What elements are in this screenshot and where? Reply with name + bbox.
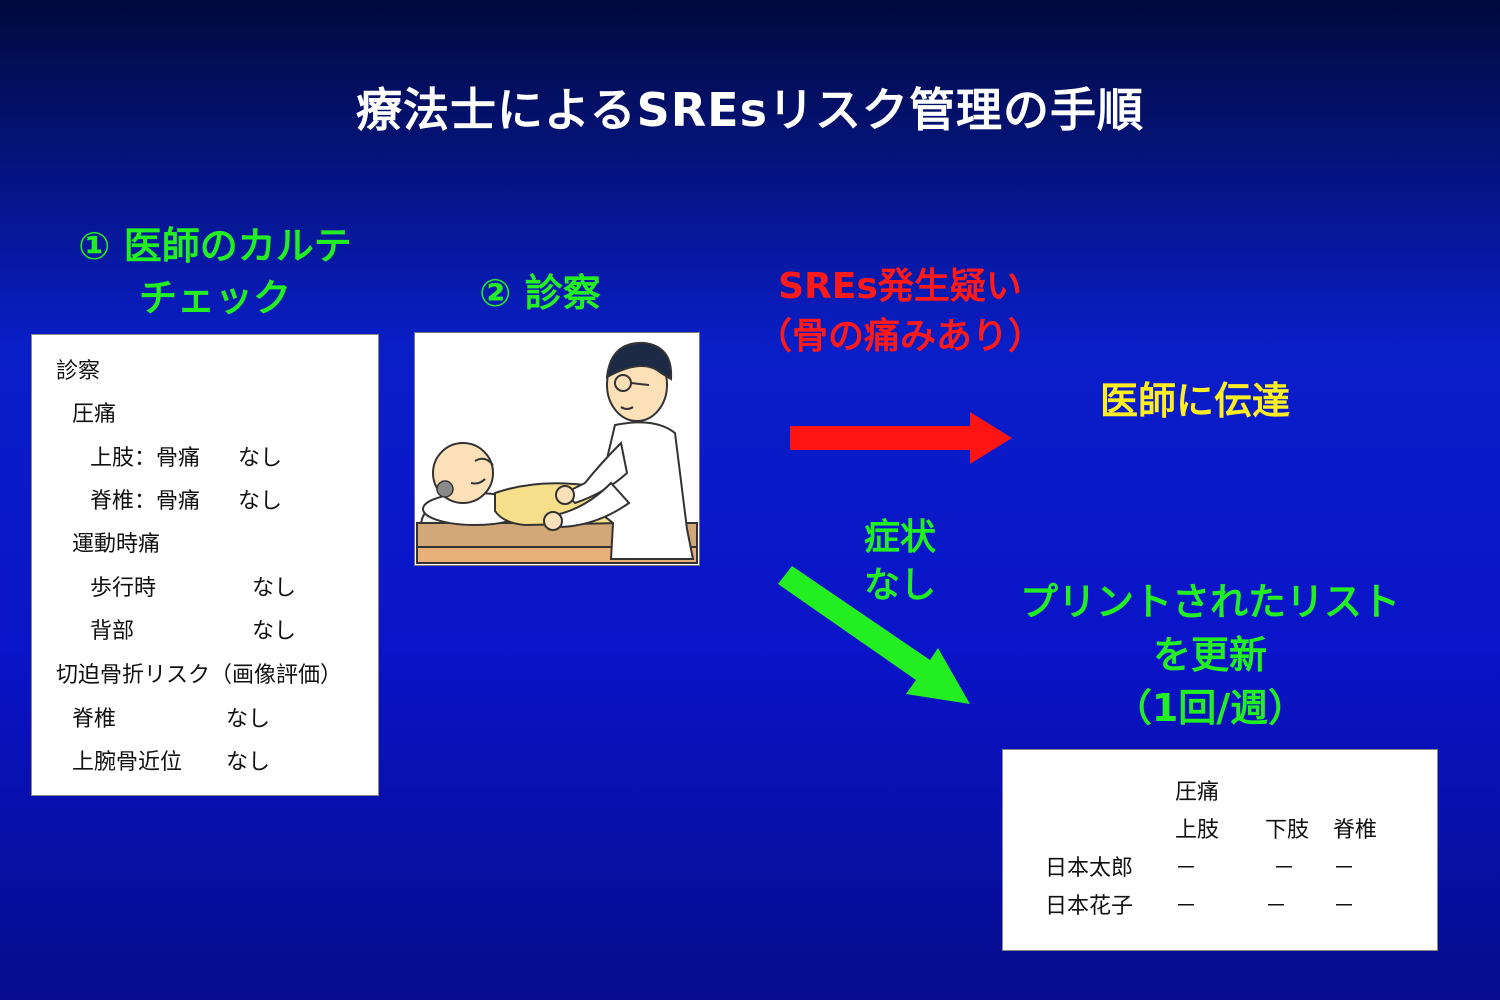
chart-note-value: なし	[226, 744, 270, 776]
chart-note-line: 脊椎	[72, 701, 116, 733]
table-cell: －	[1333, 850, 1355, 882]
chart-note-box: 診察 圧痛 上肢：骨痛 なし 脊椎：骨痛 なし 運動時痛 歩行時 なし 背部 な…	[31, 334, 379, 796]
chart-note-line: 切迫骨折リスク（画像評価）	[56, 657, 342, 689]
chart-note-line: 脊椎：骨痛	[90, 483, 200, 515]
no-symptom-line1: 症状	[840, 514, 960, 562]
step1-heading: ① 医師のカルテ チェック	[40, 220, 390, 324]
chart-note-line: 歩行時	[90, 570, 156, 602]
chart-note-value: なし	[238, 440, 282, 472]
step1-line2: チェック	[40, 272, 390, 324]
table-cell: －	[1175, 850, 1197, 882]
list-header-lower: 下肢	[1265, 812, 1309, 844]
table-cell: －	[1265, 888, 1287, 920]
list-header-spine: 脊椎	[1333, 812, 1377, 844]
sres-suspected-label: SREs発生疑い （骨の痛みあり）	[740, 262, 1060, 362]
examination-illustration-svg	[415, 333, 699, 565]
red-arrow-icon	[790, 412, 1016, 464]
chart-note-value: なし	[252, 570, 296, 602]
patient-list-table: 圧痛 上肢 下肢 脊椎 日本太郎 － － － 日本花子 － － －	[1002, 749, 1438, 951]
table-cell: －	[1175, 888, 1197, 920]
chart-note-value: なし	[238, 483, 282, 515]
chart-note-value: なし	[252, 613, 296, 645]
table-cell: －	[1273, 850, 1295, 882]
chart-note-line: 上肢：骨痛	[90, 440, 200, 472]
slide-title: 療法士によるSREsリスク管理の手順	[0, 74, 1500, 140]
chart-note-line: 運動時痛	[72, 526, 160, 558]
chart-note-line: 背部	[90, 613, 134, 645]
notify-doctor-label: 医師に伝達	[1040, 370, 1350, 425]
green-arrow-icon	[770, 566, 980, 710]
chart-note-value: なし	[226, 701, 270, 733]
table-row-name: 日本太郎	[1045, 850, 1133, 882]
update-list-line2: を更新	[1010, 629, 1410, 682]
step2-heading: ② 診察	[440, 262, 640, 317]
chart-note-line: 圧痛	[72, 396, 116, 428]
list-header-tenderness: 圧痛	[1175, 774, 1219, 806]
list-header-upper: 上肢	[1175, 812, 1219, 844]
table-cell: －	[1333, 888, 1355, 920]
sres-suspected-line1: SREs発生疑い	[740, 262, 1060, 312]
chart-note-line: 診察	[56, 353, 100, 385]
update-list-line1: プリントされたリスト	[1010, 576, 1410, 629]
sres-suspected-line2: （骨の痛みあり）	[740, 312, 1060, 362]
table-row-name: 日本花子	[1045, 888, 1133, 920]
doctor-examining-patient-illustration	[414, 332, 700, 566]
update-list-label: プリントされたリスト を更新 （1回/週）	[1010, 576, 1410, 735]
chart-note-line: 上腕骨近位	[72, 744, 182, 776]
update-list-line3: （1回/週）	[1010, 682, 1410, 735]
step1-line1: ① 医師のカルテ	[40, 220, 390, 272]
